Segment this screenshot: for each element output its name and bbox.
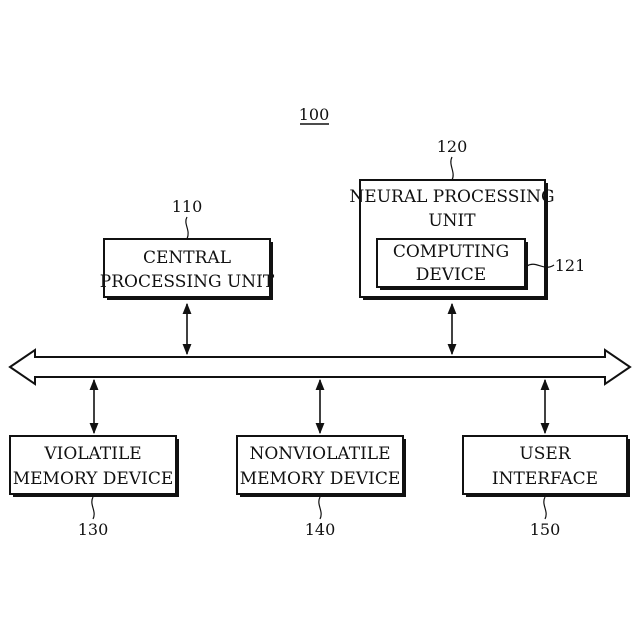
computing-label-line-2: DEVICE	[416, 265, 486, 285]
volatile-memory-block: VIOLATILE MEMORY DEVICE 130	[10, 436, 179, 539]
npu-label-line-2: UNIT	[428, 211, 476, 231]
computing-device-block: COMPUTING DEVICE 121	[377, 239, 585, 290]
user-interface-label-line-1: USER	[519, 444, 571, 464]
volatile-memory-label-line-1: VIOLATILE	[43, 444, 141, 464]
npu-block: 120 NEURAL PROCESSING UNIT COMPUTING DEV…	[349, 137, 585, 300]
computing-reference-number: 121	[555, 256, 586, 275]
volatile-memory-label-line-2: MEMORY DEVICE	[13, 469, 174, 489]
npu-leader-line	[451, 157, 453, 180]
nonvolatile-memory-reference-number: 140	[305, 520, 336, 539]
user-interface-block: USER INTERFACE 150	[463, 436, 630, 539]
nonvolatile-memory-label-line-2: MEMORY DEVICE	[240, 469, 401, 489]
volatile-memory-leader-line	[92, 497, 94, 519]
user-interface-leader-line	[544, 497, 546, 519]
volatile-memory-reference-number: 130	[78, 520, 109, 539]
npu-reference-number: 120	[437, 137, 468, 156]
cpu-label-line-2: PROCESSING UNIT	[100, 272, 275, 292]
npu-label-line-1: NEURAL PROCESSING	[349, 187, 554, 207]
nonvolatile-memory-leader-line	[319, 497, 321, 519]
computing-label-line-1: COMPUTING	[393, 242, 509, 262]
user-interface-reference-number: 150	[530, 520, 561, 539]
system-bus	[10, 350, 630, 384]
cpu-reference-number: 110	[172, 197, 203, 216]
nonvolatile-memory-label-line-1: NONVIOLATILE	[249, 444, 390, 464]
user-interface-label-line-2: INTERFACE	[492, 469, 598, 489]
cpu-leader-line	[186, 217, 188, 239]
cpu-label-line-1: CENTRAL	[143, 248, 231, 268]
figure-reference-number: 100	[299, 105, 330, 124]
nonvolatile-memory-block: NONVIOLATILE MEMORY DEVICE 140	[237, 436, 406, 539]
cpu-block: 110 CENTRAL PROCESSING UNIT	[100, 197, 275, 300]
